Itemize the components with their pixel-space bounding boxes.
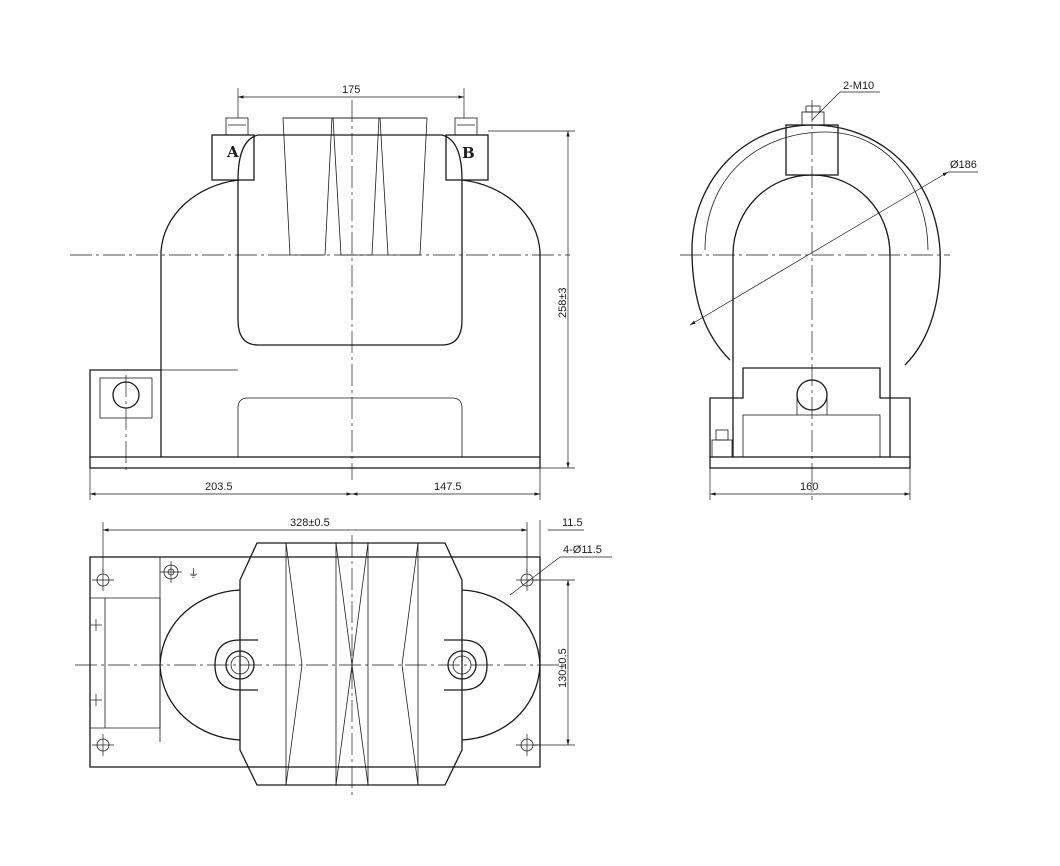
side-view: Ø186 2-M10 160 [680, 80, 978, 500]
dim-edge-offset: 11.5 [562, 517, 583, 529]
dim-hole-spacing: 130±0.5 [557, 648, 569, 688]
dim-height: 258±3 [557, 287, 569, 318]
ground-symbol: ⏚ [188, 567, 199, 580]
mount-holes [90, 569, 538, 756]
dim-total-length: 328±0.5 [290, 517, 330, 529]
dim-left-length: 203.5 [205, 481, 233, 493]
dim-terminal-bolt: 2-M10 [843, 80, 874, 92]
dim-holes: 4-Ø11.5 [563, 544, 602, 556]
front-view: A B 175 258±3 203.5 147.5 [70, 84, 575, 500]
dim-top-width: 175 [342, 84, 360, 96]
dim-diameter: Ø186 [950, 159, 977, 171]
terminal-a-label: A [226, 143, 239, 161]
top-view: ⏚ 328±0.5 11.5 4-Ø11.5 130±0.5 [75, 517, 612, 795]
dim-side-width: 160 [800, 481, 818, 493]
dim-right-length: 147.5 [434, 481, 462, 493]
terminal-b-label: B [462, 144, 475, 162]
